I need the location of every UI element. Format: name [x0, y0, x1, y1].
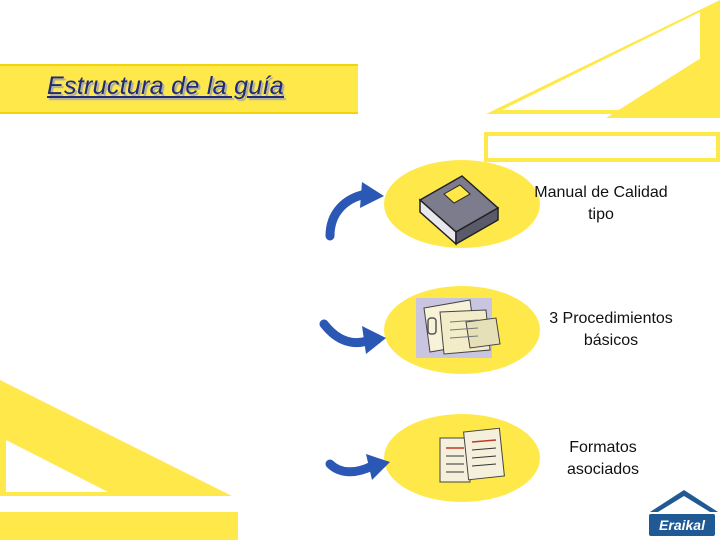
item-label-line2: tipo: [526, 204, 676, 226]
bottom-left-bar: [0, 512, 238, 540]
item-label: Formatos asociados: [548, 437, 658, 481]
arrow-icon: [330, 182, 384, 236]
item-label-line2: básicos: [536, 330, 686, 352]
logo-roof-icon: [650, 490, 718, 512]
arrow-icon: [324, 324, 386, 354]
item-label: 3 Procedimientos básicos: [536, 308, 686, 352]
item-label-line1: Formatos: [548, 437, 658, 459]
item-label-line1: 3 Procedimientos: [536, 308, 686, 330]
slide-title: Estructura de la guía: [47, 72, 284, 101]
top-right-bar-inner: [488, 136, 716, 158]
documents-icon: [416, 298, 500, 358]
item-label: Manual de Calidad tipo: [526, 182, 676, 226]
arrow-icon: [330, 454, 390, 480]
item-label-line2: asociados: [548, 459, 658, 481]
logo: Eraikal: [649, 514, 715, 536]
item-label-line1: Manual de Calidad: [526, 182, 676, 204]
